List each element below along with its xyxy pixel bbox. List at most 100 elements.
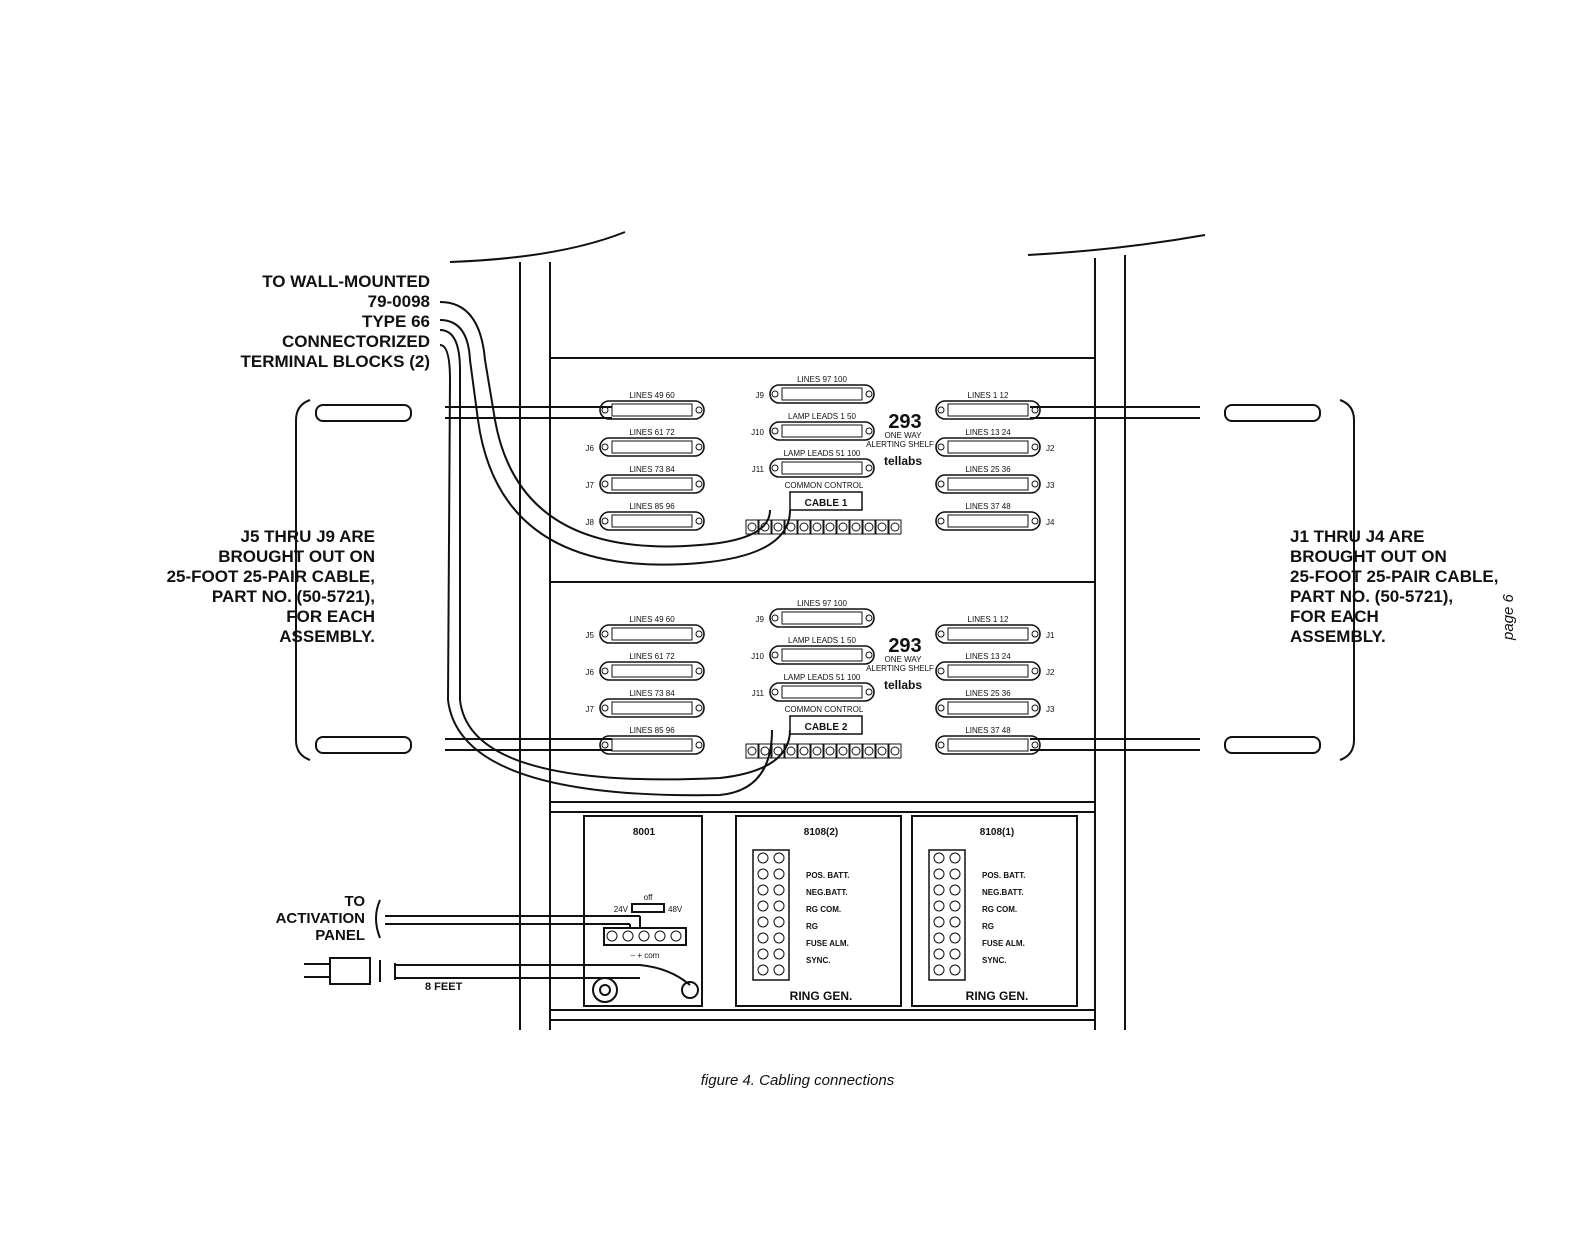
jack-label: LINES 73 84 (629, 465, 675, 474)
jack-connector (769, 384, 875, 404)
jack-label: LINES 61 72 (629, 652, 675, 661)
jack-connector-body (781, 685, 863, 699)
wall-label-line: CONNECTORIZED (282, 332, 430, 351)
ring-gen-screw (757, 884, 769, 896)
page-number: page 6 (1500, 594, 1517, 640)
ring-gen-screw (949, 948, 961, 960)
jack-connector-body (611, 738, 693, 752)
jack-id: J8 (586, 518, 595, 527)
power-terminal-screw (622, 930, 634, 942)
terminal-cell (745, 519, 759, 535)
jack-connector-screw (771, 688, 779, 696)
terminal-cell (888, 519, 902, 535)
terminal-screw (773, 746, 783, 756)
jack-label: LINES 97 100 (797, 599, 847, 608)
jack-connector (935, 400, 1041, 420)
ring-gen-terminal-label: FUSE ALM. (806, 939, 849, 948)
jack-connector (935, 474, 1041, 494)
jack-connector-screw (937, 443, 945, 451)
common-control-label: COMMON CONTROL (785, 705, 864, 714)
jack-connector-screw (1031, 704, 1039, 712)
jack-connector-screw (771, 614, 779, 622)
ring-gen-screw (773, 916, 785, 928)
ring-gen-screw (933, 852, 945, 864)
jack-label: LINES 73 84 (629, 689, 675, 698)
jack-connector-screw (601, 630, 609, 638)
jack-connector-body (781, 424, 863, 438)
jack-connector (599, 698, 705, 718)
jack-connector-screw (695, 667, 703, 675)
terminal-cell (810, 743, 824, 759)
jack-connector-body (947, 664, 1029, 678)
terminal-cell (771, 519, 785, 535)
power-terminal-screw (638, 930, 650, 942)
jack-connector-body (611, 627, 693, 641)
ring-gen-screw (933, 868, 945, 880)
jack-connector (769, 682, 875, 702)
terminal-screw (825, 522, 835, 532)
jack-connector-screw (771, 464, 779, 472)
terminal-screw (825, 746, 835, 756)
jack-connector-screw (695, 630, 703, 638)
jack-connector-screw (771, 651, 779, 659)
right-note-line: 25-FOOT 25-PAIR CABLE, (1290, 567, 1499, 586)
terminal-screw (812, 746, 822, 756)
ring-gen-terminal-label: NEG.BATT. (806, 888, 848, 897)
jack-id: J1 (1046, 631, 1055, 640)
jack-id: J5 (586, 631, 595, 640)
ring-gen-terminal-label: RG (982, 922, 994, 931)
jack-connector (769, 608, 875, 628)
terminal-screw (838, 746, 848, 756)
terminal-cell (745, 743, 759, 759)
jack-label: LAMP LEADS 51 100 (784, 449, 861, 458)
terminal-screw (747, 522, 757, 532)
terminal-cell (875, 519, 889, 535)
terminal-screw (864, 746, 874, 756)
model-subtitle: ONE WAY (885, 431, 923, 440)
right-note-line: BROUGHT OUT ON (1290, 547, 1447, 566)
jack-connector-screw (865, 464, 873, 472)
ring-gen-screw (933, 884, 945, 896)
jack-id: J2 (1046, 444, 1055, 453)
jack-connector-screw (695, 443, 703, 451)
jack-connector-screw (695, 480, 703, 488)
terminal-cell (784, 743, 798, 759)
ring-gen-terminal-block (752, 849, 790, 981)
jack-connector-screw (695, 406, 703, 414)
ring-gen-terminal-label: RG COM. (982, 905, 1017, 914)
jack-id: J9 (756, 615, 765, 624)
jack-id: J3 (1046, 705, 1055, 714)
jack-connector-screw (1031, 406, 1039, 414)
jack-connector-screw (695, 741, 703, 749)
jack-label: LINES 85 96 (629, 726, 675, 735)
terminal-screw (786, 522, 796, 532)
terminal-cell (849, 743, 863, 759)
jack-label: LINES 13 24 (965, 652, 1011, 661)
terminal-screw (864, 522, 874, 532)
ring-gen-terminal-label: SYNC. (982, 956, 1006, 965)
cable-label: CABLE 1 (805, 498, 848, 509)
jack-id: J3 (1046, 481, 1055, 490)
jack-connector (935, 624, 1041, 644)
jack-connector-body (947, 440, 1029, 454)
terminal-cell (784, 519, 798, 535)
ring-gen-screw (773, 932, 785, 944)
right-note-line: FOR EACH (1290, 607, 1379, 626)
switch-off-label: off (644, 893, 654, 902)
jack-connector-screw (1031, 741, 1039, 749)
ring-gen-model: 8108(2) (804, 827, 838, 838)
ring-gen-screw (949, 852, 961, 864)
ring-gen-screw (757, 932, 769, 944)
activation-line: PANEL (315, 927, 365, 944)
jack-label: LINES 37 48 (965, 502, 1011, 511)
wall-label-line: 79-0098 (367, 292, 430, 311)
jack-connector-body (947, 738, 1029, 752)
power-terminal-screw (654, 930, 666, 942)
jack-connector-body (611, 664, 693, 678)
terminal-cell (797, 519, 811, 535)
jack-connector-body (611, 514, 693, 528)
jack-connector-screw (771, 390, 779, 398)
jack-connector-body (947, 477, 1029, 491)
terminal-screw (890, 746, 900, 756)
